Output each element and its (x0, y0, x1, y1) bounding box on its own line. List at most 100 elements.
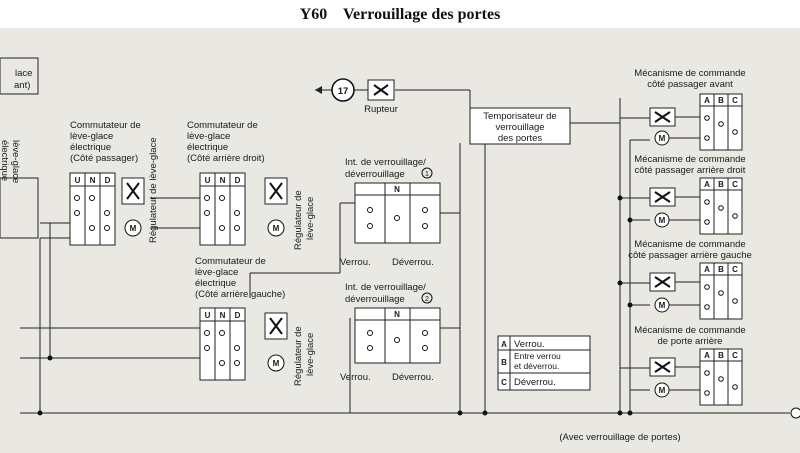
lock2-right: Déverrou. (392, 372, 434, 383)
legend-text-b-2: et déverrou. (514, 361, 559, 371)
switch1-col-n: N (90, 176, 96, 185)
switch3-motor: M (273, 359, 280, 368)
lock1-num: 1 (425, 171, 429, 178)
switch3-line-4: (Côté arrière gauche) (195, 289, 285, 300)
lock2-num: 2 (425, 296, 429, 303)
mech1-col-a: A (704, 96, 710, 105)
legend-text-a: Verrou. (514, 339, 545, 350)
lock1-line-2: déverrouillage (345, 169, 405, 180)
left-cut-vertical-2: électrique (0, 140, 10, 181)
switch1-line-3: électrique (70, 142, 111, 153)
switch2-col-u: U (205, 176, 211, 185)
mech1-motor: M (659, 134, 666, 143)
switch1-line-2: lève-glace (70, 131, 113, 142)
window-switch-arriere-droit: Commutateur de lève-glace électrique (Cô… (187, 120, 316, 250)
mech1-col-b: B (718, 96, 724, 105)
lock1-left: Verrou. (340, 257, 371, 268)
lock1-line-1: Int. de verrouillage/ (345, 157, 426, 168)
lock-switch-1: Int. de verrouillage/ déverrouillage 1 N… (340, 157, 441, 268)
mech3-col-c: C (732, 265, 738, 274)
switch3-col-d: D (235, 311, 241, 320)
switch2-line-3: électrique (187, 142, 228, 153)
page-title: Y60 Verrouillage des portes (0, 6, 800, 24)
left-cut-label-1: lace (15, 68, 32, 79)
mech3-col-a: A (704, 265, 710, 274)
mech4-motor: M (659, 386, 666, 395)
switch3-col-n: N (220, 311, 226, 320)
mechanism-passager-arriere-gauche: Mécanisme de commande côté passager arri… (628, 239, 752, 320)
mech4-line-2: de porte arrière (658, 336, 723, 347)
switch3-line-1: Commutateur de (195, 256, 266, 267)
lock2-left: Verrou. (340, 372, 371, 383)
switch2-line-4: (Côté arrière droit) (187, 153, 265, 164)
mechanism-passager-arriere-droit: Mécanisme de commande côté passager arri… (634, 154, 746, 235)
window-switch-arriere-gauche: Commutateur de lève-glace électrique (Cô… (195, 256, 316, 386)
connector-17: 17 (315, 78, 368, 102)
rupteur-label: Rupteur (364, 104, 398, 115)
switch2-col-d: D (235, 176, 241, 185)
switch3-line-3: électrique (195, 278, 236, 289)
rupteur: Rupteur (364, 79, 398, 115)
page-title-text: Verrouillage des portes (342, 6, 501, 23)
temporisateur: Temporisateur de verrouillage des portes (469, 107, 571, 145)
mech4-col-c: C (732, 351, 738, 360)
mech1-col-c: C (732, 96, 738, 105)
switch1-col-d: D (105, 176, 111, 185)
left-cut-switch: lace ant) lève-glace électrique (0, 57, 39, 239)
switch3-regulator-1: Régulateur de (293, 326, 304, 386)
switch1-line-1: Commutateur de (70, 120, 141, 131)
legend-text-b-1: Entre verrou (514, 351, 561, 361)
switch2-regulator-2: lève-glace (305, 197, 316, 240)
mech3-col-b: B (718, 265, 724, 274)
mech3-line-2: côté passager arrière gauche (628, 250, 752, 261)
mech3-motor: M (659, 301, 666, 310)
junction-dots (37, 195, 633, 416)
switch2-col-n: N (220, 176, 226, 185)
mech4-line-1: Mécanisme de commande (634, 325, 745, 336)
temporisateur-line-1: Temporisateur de (483, 111, 556, 122)
mech2-line-2: côté passager arrière droit (635, 165, 746, 176)
mech3-line-1: Mécanisme de commande (634, 239, 745, 250)
mechanism-passager-avant: Mécanisme de commande côté passager avan… (634, 68, 746, 151)
mech2-col-c: C (732, 180, 738, 189)
legend-key-c: C (501, 378, 507, 387)
switch1-motor: M (130, 224, 137, 233)
page-code: Y60 (299, 6, 328, 23)
switch2-regulator-1: Régulateur de (293, 190, 304, 250)
legend: A Verrou. B Entre verrou et déverrou. C … (497, 335, 591, 391)
lock1-right: Déverrou. (392, 257, 434, 268)
switch2-line-1: Commutateur de (187, 120, 258, 131)
switch1-regulator: Régulateur de lève-glace (148, 137, 159, 243)
window-switch-passager: Commutateur de lève-glace électrique (Cô… (69, 120, 159, 246)
mech1-line-2: côté passager avant (647, 79, 733, 90)
lock2-line-1: Int. de verrouillage/ (345, 282, 426, 293)
temporisateur-line-2: verrouillage (495, 122, 544, 133)
lock-switch-2: Int. de verrouillage/ déverrouillage 2 N… (340, 282, 441, 383)
mech2-line-1: Mécanisme de commande (634, 154, 745, 165)
mech1-line-1: Mécanisme de commande (634, 68, 745, 79)
lock2-line-2: déverrouillage (345, 294, 405, 305)
switch3-regulator-2: lève-glace (305, 333, 316, 376)
temporisateur-line-3: des portes (498, 133, 543, 144)
mechanism-porte-arriere: Mécanisme de commande de porte arrière M… (634, 325, 746, 406)
switch2-motor: M (273, 224, 280, 233)
legend-text-c: Déverrou. (514, 377, 556, 388)
left-cut-vertical-1: lève-glace (10, 140, 21, 183)
connector-number: 17 (338, 86, 349, 97)
mech2-col-b: B (718, 180, 724, 189)
mech2-motor: M (659, 216, 666, 225)
legend-key-a: A (501, 340, 507, 349)
left-cut-label-2: ant) (14, 80, 30, 91)
wiring-diagram: lace ant) lève-glace électrique (0, 28, 800, 453)
footer-note: (Avec verrouillage de portes) (559, 432, 680, 443)
lock1-n-col: N (394, 185, 400, 194)
mech4-col-a: A (704, 351, 710, 360)
mech4-col-b: B (718, 351, 724, 360)
switch3-line-2: lève-glace (195, 267, 238, 278)
switch1-line-4: (Côté passager) (70, 153, 138, 164)
mech2-col-a: A (704, 180, 710, 189)
wiring-lines (20, 89, 790, 414)
switch2-line-2: lève-glace (187, 131, 230, 142)
legend-key-b: B (501, 358, 507, 367)
lock2-n-col: N (394, 310, 400, 319)
